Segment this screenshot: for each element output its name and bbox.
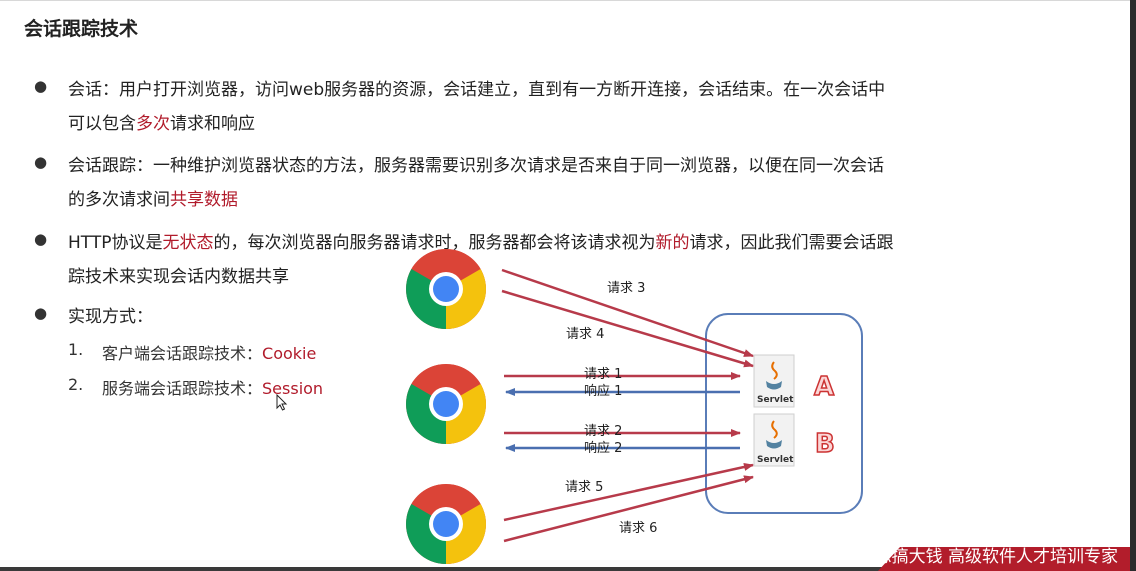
- java-servlet-icon: Servlet: [753, 413, 795, 467]
- footer-bar: [0, 547, 1136, 571]
- svg-text:Servlet: Servlet: [757, 455, 794, 465]
- chrome-browser-icon: [406, 249, 486, 329]
- request-4-label: 请求 4: [566, 327, 604, 342]
- bullet-3-line-1: HTTP协议是无状态的，每次浏览器向服务器请求时，服务器都会将该请求视为新的请求…: [68, 233, 894, 253]
- bullet-dot: ●: [34, 230, 48, 248]
- bullet-4-line-1: 实现方式：: [68, 307, 153, 327]
- response-2-label: 响应 2: [584, 440, 622, 456]
- bullet-dot: ●: [34, 77, 48, 95]
- method-2-number: 2.: [68, 375, 84, 394]
- bullet-dot: ●: [34, 304, 48, 322]
- bullet-3-line-2: 踪技术来实现会话内数据共享: [68, 267, 289, 287]
- server-box: [705, 313, 863, 514]
- bullet-dot: ●: [34, 153, 48, 171]
- watermark-text: CSDN @小菜鸡想搞大钱 高级软件人才培训专家: [752, 547, 1118, 567]
- java-servlet-icon: Servlet: [753, 354, 795, 408]
- method-1: 客户端会话跟踪技术：Cookie: [102, 344, 317, 363]
- bullet-1-line-2: 可以包含多次请求和响应: [68, 114, 255, 134]
- request-3-label: 请求 3: [607, 281, 645, 296]
- right-edge-bar: [1130, 0, 1136, 571]
- request-2-label: 请求 2: [584, 424, 622, 439]
- request-arrow: [501, 289, 754, 368]
- bullet-1-line-1: 会话：用户打开浏览器，访问web服务器的资源，会话建立，直到有一方断开连接，会话…: [68, 80, 886, 100]
- server-a-label: A: [814, 372, 834, 402]
- request-6-label: 请求 6: [619, 521, 657, 536]
- mouse-cursor-icon: [276, 394, 288, 411]
- request-arrow: [503, 475, 754, 543]
- method-1-number: 1.: [68, 340, 84, 359]
- request-arrow: [503, 463, 754, 522]
- response-1-label: 响应 1: [584, 383, 622, 399]
- slide-title: 会话跟踪技术: [24, 18, 139, 40]
- request-1-label: 请求 1: [584, 367, 622, 382]
- method-2: 服务端会话跟踪技术：Session: [102, 379, 324, 398]
- top-divider: [0, 0, 1136, 1]
- bullet-2-line-2: 的多次请求间共享数据: [68, 190, 238, 210]
- svg-text:Servlet: Servlet: [757, 395, 794, 405]
- request-arrow: [501, 268, 754, 358]
- chrome-browser-icon: [406, 364, 486, 444]
- request-5-label: 请求 5: [565, 480, 603, 495]
- server-b-label: B: [815, 429, 835, 459]
- bullet-2-line-1: 会话跟踪：一种维护浏览器状态的方法，服务器需要识别多次请求是否来自于同一浏览器，…: [68, 156, 884, 176]
